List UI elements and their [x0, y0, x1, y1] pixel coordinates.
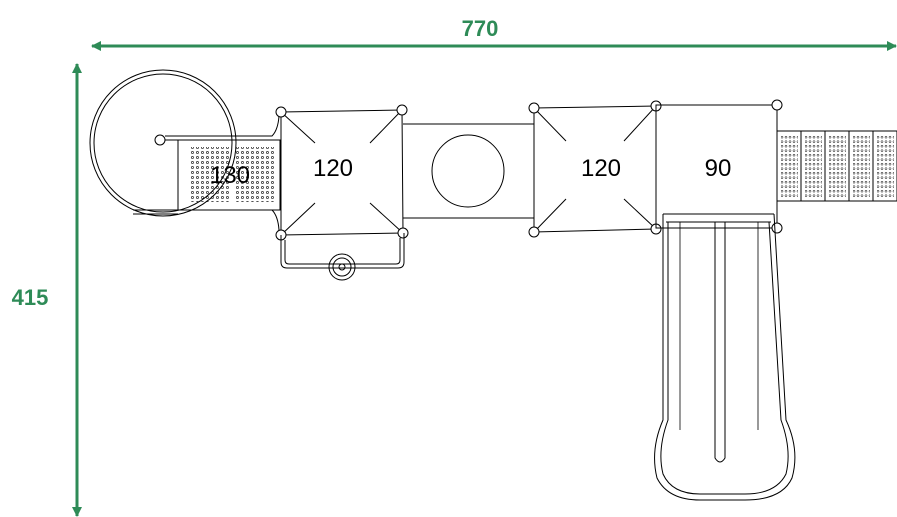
width-dimension-label: 770: [462, 16, 499, 41]
tunnel-bridge: [403, 123, 534, 219]
slide-platform-deck: 90: [655, 99, 783, 234]
left-tower-deck: 120: [275, 104, 409, 281]
post-marker: [528, 102, 540, 114]
post-marker: [771, 99, 783, 111]
height-dimension-label: 415: [12, 285, 49, 310]
post-marker: [528, 226, 540, 238]
spiral-slide: 130: [89, 69, 281, 231]
spiral-slide-deck-label: 130: [210, 162, 250, 189]
post-marker: [771, 222, 783, 234]
right-tower-deck-label: 120: [581, 155, 621, 182]
post-marker: [396, 104, 408, 116]
post-marker: [397, 227, 409, 239]
right-tower-deck: 120: [528, 100, 662, 238]
perforated-panels: [776, 130, 897, 202]
slide-platform-deck-label: 90: [705, 155, 732, 182]
post-marker: [275, 106, 287, 118]
straight-slide: [654, 213, 796, 501]
left-tower-deck-label: 120: [313, 155, 353, 182]
